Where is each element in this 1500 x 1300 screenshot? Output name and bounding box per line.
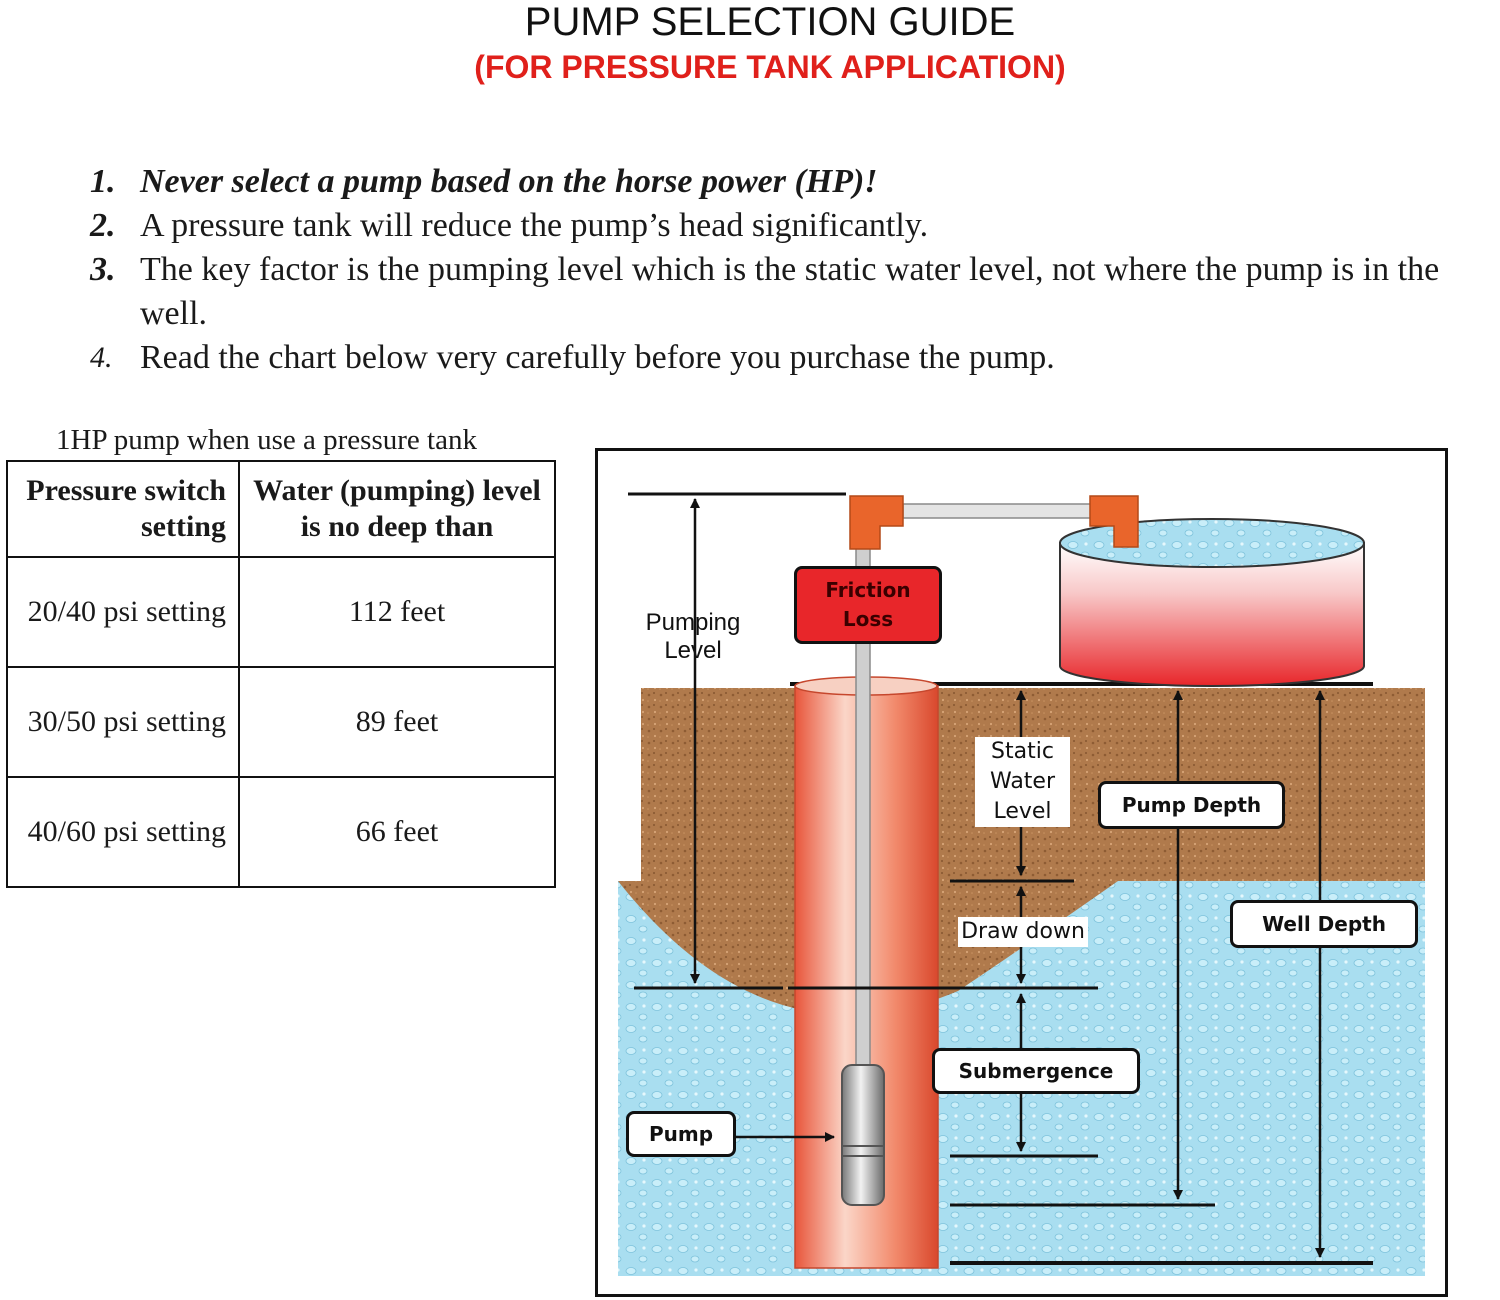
rule-number: 4. xyxy=(90,341,113,374)
table-row: 40/60 psi setting 66 feet xyxy=(6,776,556,888)
rule-item: 3. The key factor is the pumping level w… xyxy=(90,248,1500,336)
well-diagram-graphic xyxy=(618,492,1425,1276)
pressure-tank xyxy=(1059,542,1365,687)
page-title: PUMP SELECTION GUIDE xyxy=(524,0,1016,44)
setting-cell: 30/50 psi setting xyxy=(6,666,240,778)
setting-cell: 40/60 psi setting xyxy=(6,776,240,888)
well-diagram: Pumping Level Friction Loss Static Water… xyxy=(595,448,1448,1297)
rule-item: 1. Never select a pump based on the hors… xyxy=(90,160,1500,204)
rule-text: Never select a pump based on the horse p… xyxy=(140,163,878,200)
submersible-pump xyxy=(841,1064,885,1206)
column-header-setting: Pressure switch setting xyxy=(6,460,240,558)
rules-list: 1. Never select a pump based on the hors… xyxy=(90,160,1500,380)
setting-cell: 20/40 psi setting xyxy=(6,556,240,668)
rule-number: 2. xyxy=(90,207,116,244)
level-cell: 66 feet xyxy=(238,776,556,888)
level-cell: 112 feet xyxy=(238,556,556,668)
rule-text: The key factor is the pumping level whic… xyxy=(140,251,1440,332)
static-water-level-label: Static Water Level xyxy=(975,737,1070,827)
friction-loss-label: Friction Loss xyxy=(794,566,942,644)
pump-depth-label: Pump Depth xyxy=(1098,781,1285,829)
rule-item: 4. Read the chart below very carefully b… xyxy=(90,336,1500,380)
pipe-elbow-left xyxy=(849,495,904,550)
pump-label: Pump xyxy=(626,1111,736,1157)
rule-number: 1. xyxy=(90,163,116,200)
well-depth-label: Well Depth xyxy=(1230,900,1418,948)
pipe-elbow-right xyxy=(1089,495,1139,548)
column-header-level: Water (pumping) level is no deep than xyxy=(238,460,556,558)
rule-text: Read the chart below very carefully befo… xyxy=(140,339,1055,376)
submergence-label: Submergence xyxy=(932,1048,1140,1094)
table-header-row: Pressure switch setting Water (pumping) … xyxy=(6,460,556,558)
pump-guide-table: Pressure switch setting Water (pumping) … xyxy=(6,460,556,888)
rule-item: 2. A pressure tank will reduce the pump’… xyxy=(90,204,1500,248)
level-cell: 89 feet xyxy=(238,666,556,778)
rule-number: 3. xyxy=(90,251,116,288)
table-row: 30/50 psi setting 89 feet xyxy=(6,666,556,778)
table-caption: 1HP pump when use a pressure tank xyxy=(56,424,477,456)
pumping-level-label: Pumping Level xyxy=(645,609,741,664)
table-row: 20/40 psi setting 112 feet xyxy=(6,556,556,668)
rule-text: A pressure tank will reduce the pump’s h… xyxy=(140,207,929,244)
horizontal-pipe xyxy=(902,503,1094,519)
draw-down-label: Draw down xyxy=(958,917,1088,947)
page-subtitle: (FOR PRESSURE TANK APPLICATION) xyxy=(474,49,1066,85)
